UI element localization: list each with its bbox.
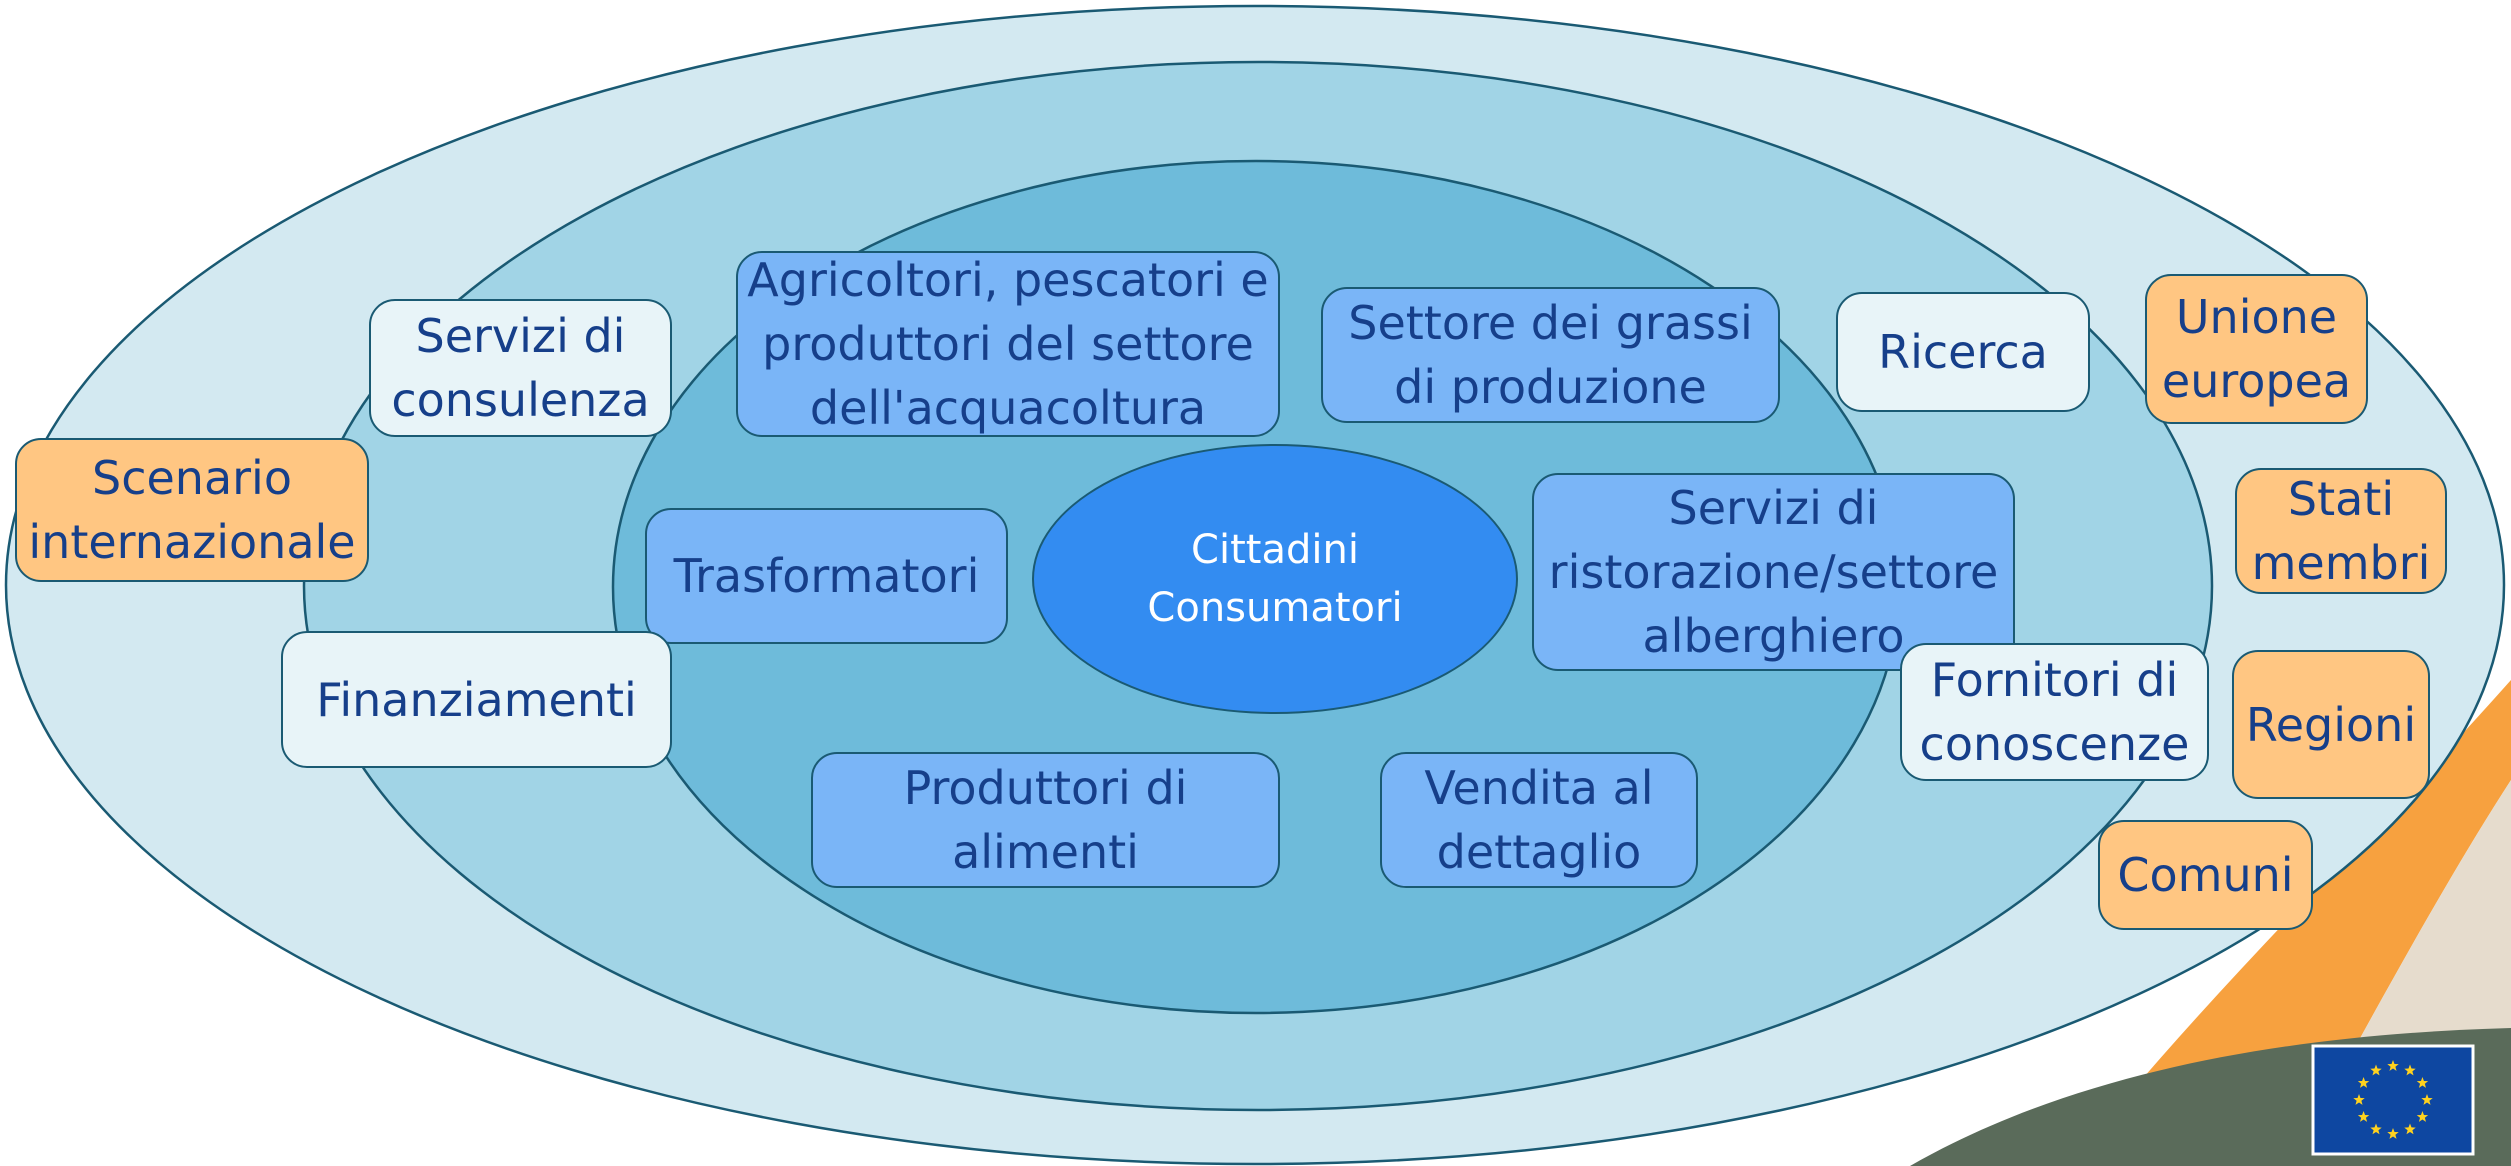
eu-star — [2370, 1123, 2382, 1135]
node-unione-europea: Unione europea — [2145, 274, 2368, 424]
eu-star — [2357, 1077, 2370, 1088]
node-vendita-dettaglio: Vendita al dettaglio — [1380, 752, 1698, 888]
eu-star — [2370, 1064, 2382, 1076]
node-comuni: Comuni — [2098, 820, 2313, 930]
eu-star — [2416, 1111, 2429, 1122]
node-scenario-internazionale-label: Scenario internazionale — [28, 451, 356, 569]
node-scenario-internazionale: Scenario internazionale — [15, 438, 369, 582]
node-agricoltori: Agricoltori, pescatori e produttori del … — [736, 251, 1280, 437]
node-regioni-label: Regioni — [2245, 697, 2417, 752]
node-finanziamenti-label: Finanziamenti — [316, 672, 637, 727]
eu-star — [2404, 1064, 2416, 1076]
node-trasformatori-label: Trasformatori — [673, 549, 980, 603]
node-produttori-alimenti-label: Produttori di alimenti — [903, 761, 1188, 879]
node-ristorazione-label: Servizi di ristorazione/settore alberghi… — [1548, 481, 1999, 663]
eu-flag-icon — [2311, 1044, 2475, 1156]
node-settore-grassi: Settore dei grassi di produzione — [1321, 287, 1780, 423]
node-ricerca-label: Ricerca — [1878, 325, 2048, 379]
node-stati-membri-label: Stati membri — [2251, 472, 2431, 590]
node-servizi-consulenza-label: Servizi di consulenza — [391, 309, 650, 427]
center-label: Cittadini Consumatori — [1147, 527, 1403, 631]
eu-star — [2416, 1077, 2429, 1088]
node-agricoltori-label: Agricoltori, pescatori e produttori del … — [747, 253, 1269, 435]
eu-star — [2421, 1094, 2433, 1105]
node-unione-europea-label: Unione europea — [2161, 290, 2352, 408]
eu-star — [2387, 1128, 2399, 1139]
node-regioni: Regioni — [2232, 650, 2430, 799]
eu-star — [2357, 1111, 2370, 1122]
node-stati-membri: Stati membri — [2235, 468, 2447, 594]
eu-star — [2404, 1123, 2416, 1135]
node-trasformatori: Trasformatori — [645, 508, 1008, 644]
node-vendita-dettaglio-label: Vendita al dettaglio — [1424, 761, 1654, 879]
eu-star — [2353, 1094, 2365, 1105]
node-ricerca: Ricerca — [1836, 292, 2090, 412]
node-servizi-consulenza: Servizi di consulenza — [369, 299, 672, 437]
node-produttori-alimenti: Produttori di alimenti — [811, 752, 1280, 888]
node-fornitori-conoscenze-label: Fornitori di conoscenze — [1919, 653, 2190, 771]
node-fornitori-conoscenze: Fornitori di conoscenze — [1900, 643, 2209, 781]
node-settore-grassi-label: Settore dei grassi di produzione — [1348, 296, 1753, 414]
eu-star — [2387, 1060, 2399, 1071]
node-comuni-label: Comuni — [2117, 848, 2294, 902]
node-finanziamenti: Finanziamenti — [281, 631, 672, 768]
center-citizens-consumers: Cittadini Consumatori — [1032, 444, 1518, 714]
node-ristorazione: Servizi di ristorazione/settore alberghi… — [1532, 473, 2015, 671]
